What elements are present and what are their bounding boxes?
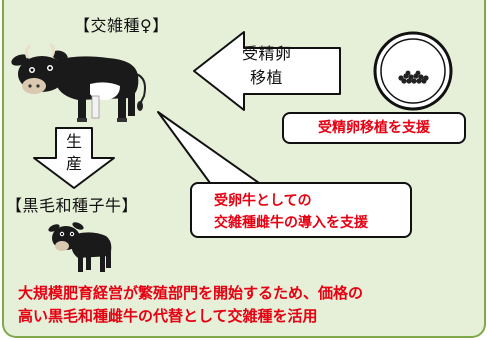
recipient-support-line2: 交雑種雌牛の導入を支援 [214, 215, 368, 231]
summary-line2: 高い黒毛和種雌牛の代替として交雑種を活用 [18, 307, 318, 325]
arrow-label-line2: 移植 [250, 68, 284, 87]
recipient-support-line1: 受卵牛としての [214, 193, 312, 209]
cow-icon [11, 42, 146, 122]
summary-text: 大規模肥育経営が繁殖部門を開始するため、価格の 高い黒毛和種雌牛の代替として交雑… [18, 282, 478, 328]
crossbreed-female-label: 【交雑種♀】 [74, 16, 169, 35]
down-arrow-icon [33, 127, 115, 189]
birth-label-line2: 産 [66, 154, 83, 173]
embryo-support-text: 受精卵移植を支援 [318, 120, 430, 136]
arrow-label-line1: 受精卵 [242, 44, 292, 63]
embryo-support-callout: 受精卵移植を支援 [282, 112, 466, 144]
summary-line1: 大規模肥育経営が繁殖部門を開始するため、価格の [18, 284, 364, 302]
birth-label-line1: 生 [66, 132, 83, 151]
recipient-support-callout: 受卵牛としての 交雑種雌牛の導入を支援 [190, 182, 412, 238]
embryo-dish-icon [373, 31, 453, 111]
wagyu-calf-label: 【黒毛和種子牛】 [6, 196, 139, 215]
left-arrow-icon [193, 31, 341, 111]
calf-icon [48, 222, 112, 272]
